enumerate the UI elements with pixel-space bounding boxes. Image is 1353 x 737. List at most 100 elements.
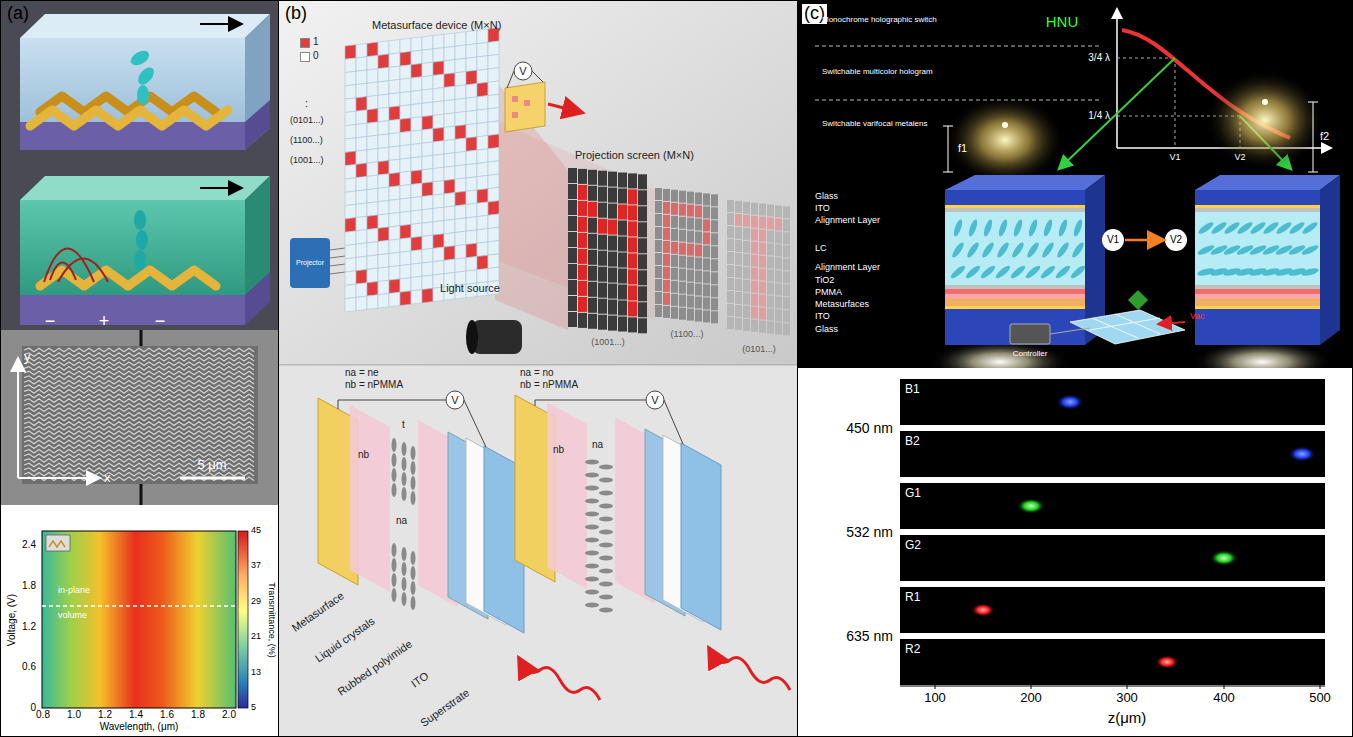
projection-scene-part xyxy=(514,62,532,80)
screen-pixel xyxy=(638,270,647,285)
lc-molecule xyxy=(1301,267,1320,277)
meta-pixel xyxy=(400,211,411,226)
lc-molecule xyxy=(402,457,407,471)
meta-pixel xyxy=(367,42,378,57)
focal-spot-plot-part xyxy=(900,431,1325,477)
screen-pixel xyxy=(735,201,742,213)
meta-pixel xyxy=(400,118,411,133)
screen-pixel xyxy=(608,316,617,331)
projection-scene-part xyxy=(532,71,543,82)
tick-label: 300 xyxy=(1116,691,1138,704)
meta-pixel xyxy=(345,85,356,100)
screen-pixel xyxy=(775,257,782,269)
index-symbol: nb xyxy=(553,445,564,455)
sem-image-part xyxy=(0,330,278,505)
meta-pixel xyxy=(378,227,389,242)
lc-molecule xyxy=(585,460,599,465)
screen-pixel xyxy=(743,267,750,279)
screen-pixel xyxy=(759,256,766,268)
lc-molecule xyxy=(599,608,613,613)
meta-pixel xyxy=(466,190,477,205)
layer-name: Metasurfaces xyxy=(815,300,869,309)
screen-pixel xyxy=(783,232,790,244)
wavelength-label: 635 nm xyxy=(846,629,893,643)
meta-pixel xyxy=(345,111,356,126)
lc-molecule xyxy=(402,577,407,591)
screen-pixel xyxy=(568,296,577,311)
screen-pixel xyxy=(695,219,702,231)
screen-pixel xyxy=(775,244,782,256)
lc-stack-left-part xyxy=(945,299,1085,306)
screen-pixel xyxy=(655,240,662,252)
meta-pixel xyxy=(345,178,356,193)
screen-pixel xyxy=(703,206,710,218)
tunable-metalens-scene-part xyxy=(1175,58,1176,148)
meta-pixel xyxy=(356,123,367,138)
layer-name: LC xyxy=(815,244,827,253)
lc-stack-right-part xyxy=(1195,175,1340,190)
lc-cell-in-plane-part xyxy=(30,110,228,126)
screen-pixel xyxy=(759,282,766,294)
index-symbol: na xyxy=(592,440,603,450)
meta-pixel xyxy=(356,270,367,285)
lc-molecule xyxy=(392,468,397,482)
screen-pixel xyxy=(727,291,734,303)
screen-pixel xyxy=(655,188,662,200)
meta-pixel xyxy=(433,167,444,182)
screen-pixel xyxy=(751,294,758,306)
lc-molecule xyxy=(599,569,613,574)
focal-spot-plot-part xyxy=(971,603,995,617)
lc-cell-in-plane-part xyxy=(0,0,278,162)
tunable-metalens-scene-part xyxy=(815,46,1100,47)
focal-spot-plot-part xyxy=(1056,394,1084,410)
lc-cell-volume-part xyxy=(40,270,216,286)
lc-molecule xyxy=(392,573,397,587)
screen-pixel xyxy=(638,238,647,253)
lc-molecule xyxy=(599,582,613,587)
figure-panel: (a) xyxy=(0,0,279,737)
lc-cell-volume-part xyxy=(20,176,270,200)
meta-pixel xyxy=(455,191,466,206)
lc-cell-in-plane-part xyxy=(245,100,270,150)
zigzag-line xyxy=(24,403,254,407)
screen-pixel xyxy=(608,188,617,203)
meta-pixel xyxy=(378,41,389,56)
screen-pixel xyxy=(751,229,758,241)
meta-pixel xyxy=(356,150,367,165)
screen-pixel xyxy=(608,204,617,219)
meta-pixel xyxy=(422,155,433,170)
meta-pixel xyxy=(389,186,400,201)
meta-pixel xyxy=(477,149,488,164)
meta-pixel xyxy=(389,40,400,55)
meta-pixel xyxy=(422,142,433,157)
screen-pixel xyxy=(687,205,694,217)
lc-stack-right-part xyxy=(1195,212,1320,285)
screen-pixel xyxy=(598,299,607,314)
meta-pixel xyxy=(367,122,378,137)
sem-axes-part xyxy=(180,477,245,480)
screen-pixel xyxy=(751,281,758,293)
screen-pixel xyxy=(628,205,637,220)
tick-label: 400 xyxy=(1213,691,1235,704)
screen-pixel xyxy=(759,308,766,320)
meta-pixel xyxy=(422,49,433,64)
lc-cell-in-plane-part xyxy=(200,23,240,25)
meta-pixel xyxy=(477,202,488,217)
code-label: (0101...) xyxy=(742,345,776,354)
screen-pixel xyxy=(618,269,627,284)
focal-spot-plot xyxy=(797,368,1353,737)
screen-pixel xyxy=(775,231,782,243)
meta-pixel xyxy=(477,162,488,177)
meta-pixel xyxy=(378,121,389,136)
meta-pixel xyxy=(389,53,400,68)
screen-pixel xyxy=(671,268,678,280)
lc-stack-right-part xyxy=(1195,190,1320,205)
tick-label: 0.8 xyxy=(36,710,50,720)
meta-pixel xyxy=(433,194,444,209)
screen-pixel xyxy=(608,220,617,235)
meta-pixel xyxy=(455,151,466,166)
meta-pixel xyxy=(389,133,400,148)
meta-pixel xyxy=(477,109,488,124)
projection-scene-part xyxy=(330,272,345,274)
meta-pixel xyxy=(488,81,499,96)
